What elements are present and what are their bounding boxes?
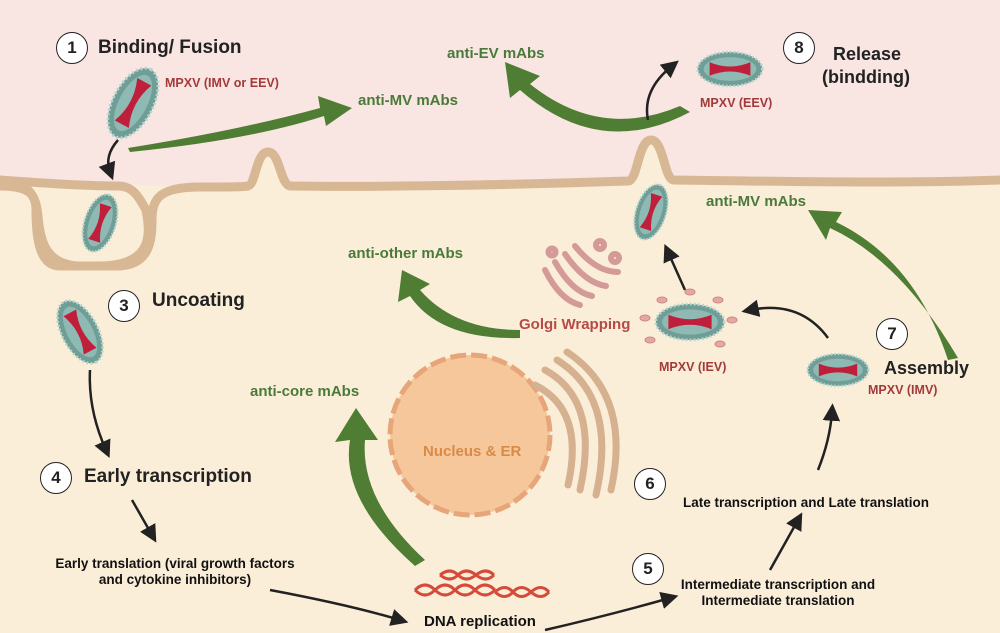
golgi-label: Golgi Wrapping bbox=[519, 316, 631, 333]
arrow-to-early-translation bbox=[130, 499, 157, 543]
late-label: Late transcription and Late translation bbox=[683, 495, 930, 510]
intermediate-line2: Intermediate translation bbox=[701, 592, 855, 608]
step-7-title: Assembly bbox=[884, 358, 970, 378]
step-1-number: 1 bbox=[56, 32, 88, 64]
virion-release bbox=[696, 50, 764, 88]
step-8-title-line2: (bindding) bbox=[822, 67, 910, 87]
early-translation-line2: and cytokine inhibitors) bbox=[98, 571, 252, 587]
step-8-title-line1: Release bbox=[833, 44, 902, 64]
dna-replication-label: DNA replication bbox=[424, 613, 536, 630]
virus-label-eev: MPXV (EEV) bbox=[700, 96, 773, 110]
process-arrows bbox=[88, 60, 841, 632]
anti-other-arrow bbox=[398, 270, 520, 339]
anti-ev-label: anti-EV mAbs bbox=[447, 45, 545, 62]
cell-membrane bbox=[0, 175, 153, 271]
extracellular-space bbox=[0, 0, 1000, 187]
virion-uncoating bbox=[46, 292, 114, 372]
arrow-uncoat-to-transcription bbox=[88, 369, 111, 458]
cell-membrane-main bbox=[0, 135, 1000, 271]
arrow-to-late bbox=[768, 512, 803, 571]
virion-imv bbox=[806, 352, 870, 388]
nucleus-label: Nucleus & ER bbox=[423, 443, 522, 460]
arrow-to-imv bbox=[816, 403, 841, 471]
intermediate-label: Intermediate transcription and Intermedi… bbox=[668, 577, 888, 608]
virus-label-imv: MPXV (IMV) bbox=[868, 383, 938, 397]
arrow-to-dna bbox=[269, 588, 409, 626]
anti-mv-right-arrow bbox=[808, 210, 958, 360]
virion-endosome bbox=[74, 188, 126, 258]
virion-budding bbox=[626, 179, 676, 245]
anti-mv-top-arrow bbox=[128, 96, 352, 152]
endoplasmic-reticulum bbox=[531, 348, 620, 499]
step-4-number: 4 bbox=[40, 462, 72, 494]
intermediate-line1: Intermediate transcription and bbox=[680, 577, 876, 592]
step-1-title: Binding/ Fusion bbox=[98, 37, 242, 58]
early-translation-line1: Early translation (viral growth factors bbox=[55, 556, 295, 571]
step-5-number: 5 bbox=[632, 553, 664, 585]
arrow-to-intermediate bbox=[544, 591, 679, 632]
iev-wrapping-membranes bbox=[639, 288, 738, 348]
step-3-title: Uncoating bbox=[152, 290, 245, 311]
step-6-number: 6 bbox=[634, 468, 666, 500]
virus-label-entry: MPXV (IMV or EEV) bbox=[165, 76, 279, 90]
arrow-iev-to-membrane bbox=[663, 244, 687, 291]
step-3-number: 3 bbox=[108, 290, 140, 322]
anti-core-arrow bbox=[335, 408, 425, 566]
nucleus bbox=[387, 352, 553, 518]
arrow-imv-to-iev bbox=[741, 299, 830, 339]
step-8-number: 8 bbox=[783, 32, 815, 64]
dna-strands bbox=[413, 569, 551, 598]
anti-mv-right-label: anti-MV mAbs bbox=[706, 193, 807, 210]
virus-label-iev: MPXV (IEV) bbox=[659, 360, 727, 374]
early-translation-label: Early translation (viral growth factors … bbox=[40, 556, 310, 587]
anti-core-label: anti-core mAbs bbox=[250, 383, 360, 400]
anti-mv-top-label: anti-MV mAbs bbox=[358, 92, 459, 109]
anti-other-label: anti-other mAbs bbox=[348, 245, 464, 262]
step-7-number: 7 bbox=[876, 318, 908, 350]
antibody-arrows bbox=[128, 62, 958, 566]
arrow-entry bbox=[98, 139, 119, 181]
arrow-release bbox=[645, 60, 679, 121]
step-4-title: Early transcription bbox=[84, 466, 252, 487]
virion-iev bbox=[654, 302, 726, 342]
golgi-apparatus bbox=[542, 238, 622, 308]
anti-ev-arrow bbox=[505, 62, 690, 132]
